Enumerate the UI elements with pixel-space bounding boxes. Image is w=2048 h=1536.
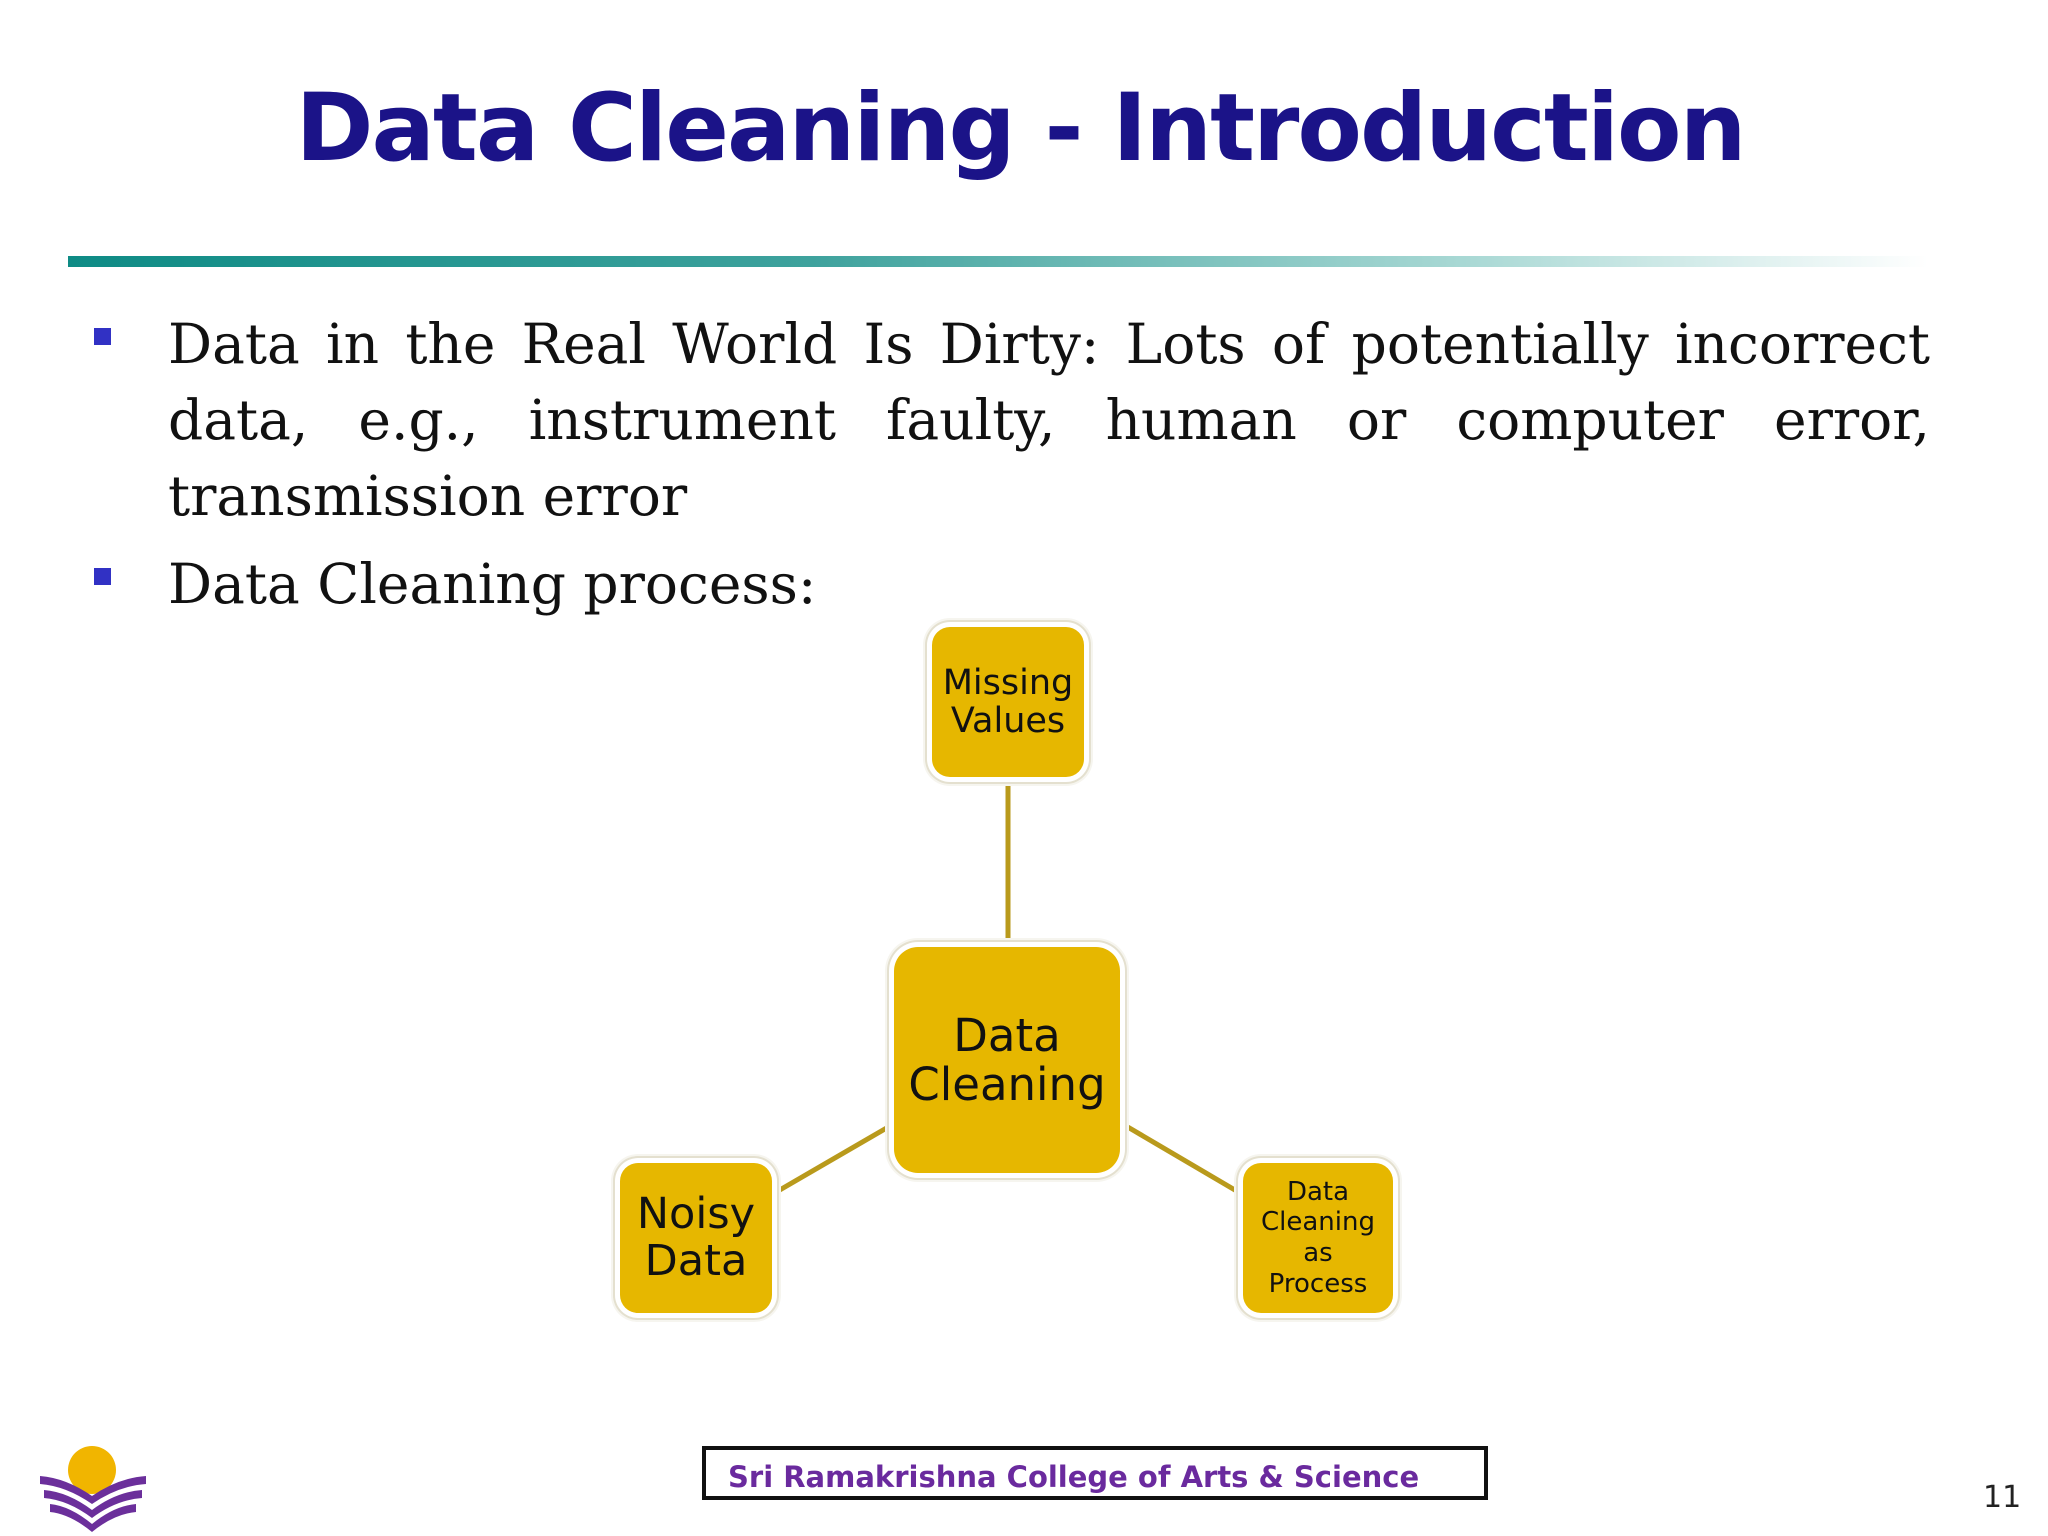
connector-right — [1124, 1123, 1242, 1196]
node-label-line: Noisy — [636, 1188, 756, 1239]
institution-name: Sri Ramakrishna College of Arts & Scienc… — [728, 1460, 1420, 1494]
bullet-item: Data in the Real World Is Dirty: Lots of… — [90, 306, 1930, 534]
college-logo — [40, 1446, 146, 1532]
node-label-line: Values — [950, 701, 1066, 741]
bullet-text: Data in the Real World Is Dirty: Lots of… — [168, 312, 1930, 528]
node-label-line: Missing — [942, 662, 1074, 703]
node-label-line: as — [1303, 1238, 1333, 1268]
node-label-line: Process — [1268, 1268, 1368, 1299]
bullet-list: Data in the Real World Is Dirty: Lots of… — [90, 306, 1930, 634]
slide-title: Data Cleaning - Introduction — [295, 74, 1746, 183]
node-label-line: Cleaning — [1261, 1207, 1375, 1238]
title-divider — [68, 256, 1928, 267]
connector-left — [776, 1123, 892, 1194]
node-label-line: Cleaning — [908, 1058, 1106, 1111]
node-label-line: Data — [953, 1008, 1061, 1062]
node-data-cleaning: Data Cleaning — [894, 947, 1120, 1173]
node-cleaning-as-process: Data Cleaning as Process — [1243, 1163, 1393, 1313]
footer-box: Sri Ramakrishna College of Arts & Scienc… — [702, 1446, 1488, 1500]
node-missing-values: Missing Values — [932, 627, 1084, 777]
bullet-text: Data Cleaning process: — [168, 552, 817, 616]
node-label-line: Data — [644, 1236, 748, 1286]
square-bullet-icon — [94, 568, 111, 585]
square-bullet-icon — [94, 328, 111, 345]
node-noisy-data: Noisy Data — [620, 1163, 772, 1313]
node-label-line: Data — [1286, 1176, 1350, 1207]
slide-number: 11 — [1983, 1480, 2022, 1515]
bullet-item: Data Cleaning process: — [90, 546, 1930, 622]
